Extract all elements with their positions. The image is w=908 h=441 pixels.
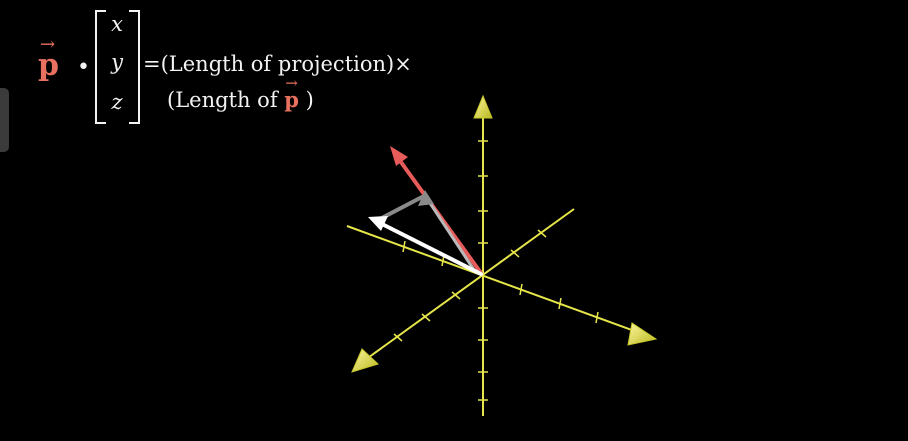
length-of-text: (Length of <box>167 88 285 112</box>
3d-axes-icon <box>346 94 658 416</box>
inline-vector-arrow-icon: → <box>285 74 298 92</box>
inline-vector-p-letter: p <box>284 87 299 112</box>
z-axis-ticks <box>478 140 488 401</box>
right-bracket <box>129 10 140 124</box>
vector-entry-x: x <box>111 12 123 36</box>
closing-paren: ) <box>298 88 314 112</box>
dot-operator: • <box>77 55 90 80</box>
equals-sign: = <box>143 52 161 76</box>
vector-p-letter: p <box>38 48 59 83</box>
inline-vector-p: →p <box>284 74 299 112</box>
side-panel-handle[interactable] <box>0 88 9 152</box>
y-axis-arrow-icon <box>351 348 379 373</box>
left-bracket <box>95 10 106 124</box>
x-axis <box>346 225 641 334</box>
formula-line-1: =(Length of projection)× <box>143 52 412 76</box>
z-axis-arrow-icon <box>473 94 493 119</box>
vector-entry-y: y <box>111 50 123 74</box>
vector-entry-z: z <box>111 90 123 114</box>
formula-line-2: (Length of →p ) <box>167 74 314 112</box>
white-vector-icon <box>368 216 483 276</box>
y-axis <box>364 208 575 361</box>
x-axis-arrow-icon <box>627 322 658 346</box>
length-of-projection-text: (Length of projection)× <box>160 52 412 76</box>
vector-arrow-icon: → <box>40 34 56 55</box>
y-axis-ticks <box>393 229 547 342</box>
vector-p-symbol: → p <box>38 34 59 83</box>
